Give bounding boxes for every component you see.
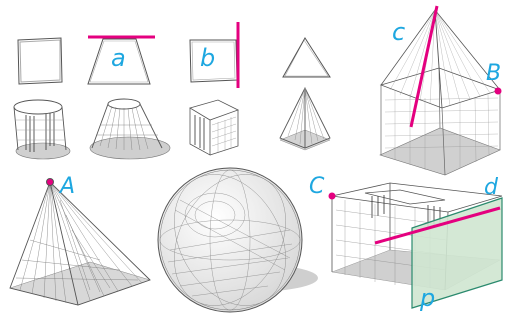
cube-sketch [190,100,238,155]
box-with-plane-sketch [329,183,503,308]
point-a [47,179,54,186]
label-b: b [200,44,215,72]
label-a: a [111,44,126,72]
label-a-upper: A [58,174,75,199]
square-sketch [18,38,62,84]
label-d: d [484,175,499,200]
label-c: c [392,18,405,46]
triangle-sketch [283,38,330,77]
point-c [329,193,336,200]
large-pyramid-sketch [10,179,150,306]
tetrahedron-sketch [280,88,330,150]
label-p: p [419,284,435,312]
label-b-upper: B [486,61,501,86]
cylinder-sketch [14,100,70,159]
line-c [411,6,437,127]
cone-frustum-sketch [90,99,170,159]
point-b [495,88,502,95]
sphere-sketch [152,154,318,320]
label-c-upper: C [309,174,325,199]
